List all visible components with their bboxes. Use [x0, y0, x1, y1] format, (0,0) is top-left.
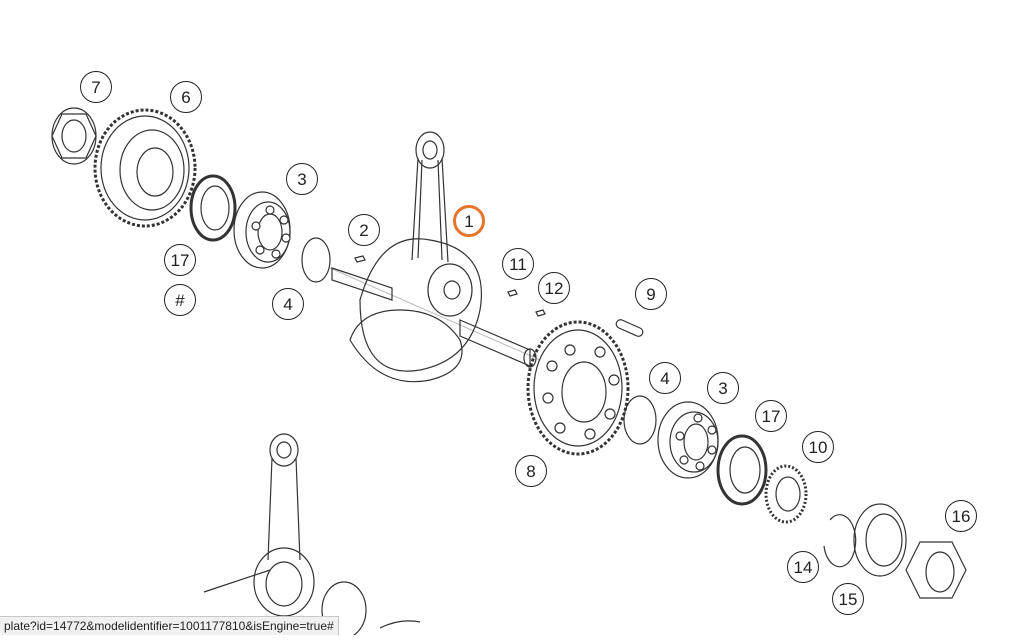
callout-6[interactable]: 6: [170, 81, 202, 113]
callout-12[interactable]: 12: [538, 272, 570, 304]
callout-14[interactable]: 14: [787, 551, 819, 583]
callout-8[interactable]: 8: [515, 455, 547, 487]
callout-16[interactable]: 16: [945, 500, 977, 532]
callout-11[interactable]: 11: [502, 248, 534, 280]
part-gear-8: [526, 320, 630, 456]
callout-4-left[interactable]: 4: [272, 288, 304, 320]
part-sprocket-10: [764, 464, 808, 524]
part-shim-4-right: [623, 395, 657, 445]
callout-15[interactable]: 15: [832, 583, 864, 615]
part-connecting-rod-detail: [203, 433, 421, 639]
part-bearing-3-left: [233, 191, 291, 269]
callout-3[interactable]: 3: [286, 163, 318, 195]
part-key-12: [535, 309, 546, 317]
callout-7[interactable]: 7: [80, 71, 112, 103]
callout-10[interactable]: 10: [802, 431, 834, 463]
callout-3-right[interactable]: 3: [707, 372, 739, 404]
part-seal-17-left: [189, 174, 237, 242]
status-bar-url: plate?id=14772&modelidentifier=100117781…: [0, 616, 339, 635]
callout-1[interactable]: 1: [453, 205, 485, 237]
callout-2[interactable]: 2: [348, 214, 380, 246]
part-key-2: [354, 255, 366, 263]
callout-hash[interactable]: #: [164, 284, 196, 316]
part-washer-15: [853, 503, 907, 577]
part-circlip-14: [823, 514, 857, 568]
callout-4-right[interactable]: 4: [649, 362, 681, 394]
part-nut-7: [51, 107, 97, 165]
part-key-11: [507, 289, 518, 297]
part-seal-17-right: [716, 434, 768, 506]
part-bearing-3-right: [657, 401, 719, 479]
callout-9[interactable]: 9: [635, 278, 667, 310]
part-crankshaft-1: [331, 131, 537, 383]
part-nut-16: [905, 541, 967, 599]
part-shim-4-left: [301, 237, 331, 283]
part-gear-6: [93, 108, 197, 228]
part-pin-9: [615, 319, 644, 337]
callout-17-left[interactable]: 17: [164, 244, 196, 276]
callout-17-right[interactable]: 17: [755, 400, 787, 432]
